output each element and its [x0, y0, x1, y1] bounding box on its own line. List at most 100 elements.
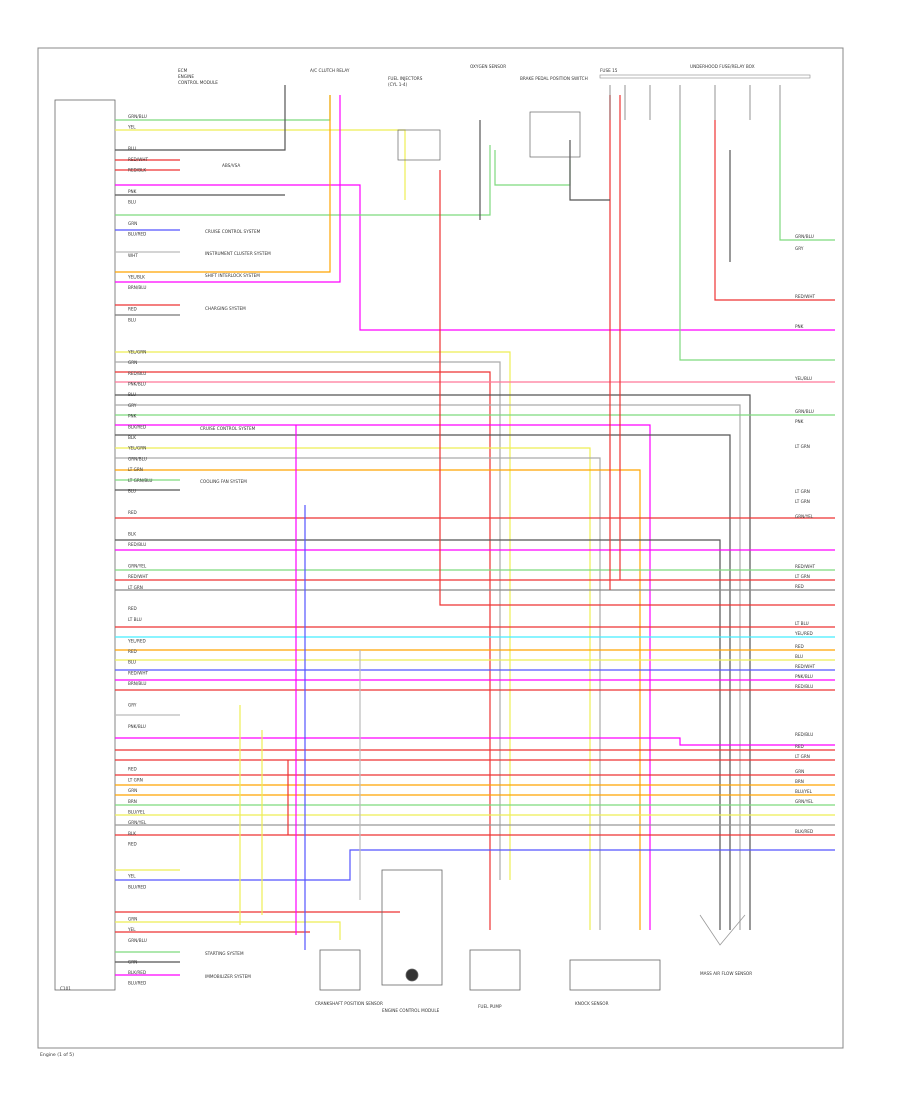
note-fan: COOLING FAN SYSTEM: [200, 479, 247, 484]
wire-label-left: YEL: [127, 125, 136, 130]
wire-label-right: LT GRN: [795, 489, 810, 494]
wire-label-left: BLK/RED: [128, 424, 146, 429]
wire-label-left: BRN: [128, 799, 137, 804]
wire-label-left: PNK: [128, 414, 137, 419]
wire-label-right: BLU: [795, 654, 803, 659]
label-o2-sensor: OXYGEN SENSOR: [470, 64, 506, 69]
label-injectors: FUEL INJECTORS: [388, 76, 423, 81]
label-brake-switch: BRAKE PEDAL POSITION SWITCH: [520, 76, 588, 81]
label-ecm-top: ECM: [178, 68, 188, 73]
wire-label-right: PNK/BLU: [795, 674, 813, 679]
note-cluster: INSTRUMENT CLUSTER SYSTEM: [205, 251, 271, 256]
wire-label-right: RED: [795, 744, 804, 749]
wire-label-right: LT BLU: [795, 621, 809, 626]
note-cruise-2: CRUISE CONTROL SYSTEM: [200, 426, 256, 431]
svg-text:FUSE 15: FUSE 15: [600, 68, 618, 73]
label-c101: C101: [60, 986, 71, 991]
wire-label-left: RED: [128, 842, 137, 847]
wire-label-right: RED/WHT: [795, 664, 815, 669]
wire-label-right: RED: [795, 644, 804, 649]
wire-label-left: BLU/RED: [128, 981, 146, 986]
wire-label-left: BLK: [128, 435, 136, 440]
crank-sensor-box: [319, 949, 361, 991]
label-fuse-box: UNDERHOOD FUSE/RELAY BOX: [690, 64, 755, 69]
wire-label-left: BLU: [128, 392, 136, 397]
wire-label-right: LT GRN: [795, 754, 810, 759]
label-ac-relay: A/C CLUTCH RELAY: [310, 68, 350, 73]
wire-label-right: RED/WHT: [795, 294, 815, 299]
wire-label-right: RED/BLU: [795, 732, 813, 737]
wire-label-left: BLU/RED: [128, 884, 146, 889]
wire-label-right: PNK: [795, 324, 804, 329]
wire-label-left: GRN/BLU: [128, 114, 147, 119]
wire-label-left: RED/BLU: [128, 371, 146, 376]
brake-switch-box: [529, 111, 581, 158]
svg-text:(CYL 1-4): (CYL 1-4): [388, 82, 408, 87]
wire-label-right: RED/BLU: [795, 684, 813, 689]
wire-label-right: LT GRN: [795, 499, 810, 504]
wire-label-left: RED: [128, 767, 137, 772]
knock-sensor-box: [569, 959, 661, 991]
wire-label-left: BLU: [128, 489, 136, 494]
label-maf: MASS AIR FLOW SENSOR: [700, 971, 752, 976]
wire-label-left: YEL: [127, 874, 136, 879]
wire-label-left: WHT: [128, 253, 138, 258]
ecm-main-box: [381, 869, 443, 986]
label-crank: CRANKSHAFT POSITION SENSOR: [315, 1001, 383, 1006]
left-wire-labels: GRN/BLU YEL BLU RED/WHT RED/BLK PNK BLU GRN BLU/…: [127, 114, 152, 986]
wires-lower: [115, 626, 835, 976]
wire-label-right: BLK/RED: [795, 829, 813, 834]
wire-label-left: YEL: [127, 927, 136, 932]
wire-label-left: RED/WHT: [128, 574, 148, 579]
wire-label-left: LT BLU: [128, 617, 142, 622]
wire-label-left: RED/WHT: [128, 670, 148, 675]
wire-label-left: BRN/BLU: [128, 285, 146, 290]
wires-upper: [115, 85, 835, 331]
bottom-labels: CRANKSHAFT POSITION SENSOR ENGINE CONTRO…: [60, 971, 752, 1013]
wire-label-right: GRN/YEL: [795, 514, 814, 519]
wire-label-left: LT GRN: [128, 585, 143, 590]
wire-label-left: BLK/RED: [128, 970, 146, 975]
wire-label-left: GRN/YEL: [128, 563, 147, 568]
note-abs: ABS/VSA: [222, 163, 240, 168]
wire-label-right: YEL/BLU: [794, 376, 812, 381]
wire-label-left: YEL/RED: [127, 638, 146, 643]
diagram-border: [37, 47, 844, 1049]
wire-label-left: YEL/GRN: [127, 349, 146, 354]
wire-label-left: PNK/BLU: [128, 724, 146, 729]
fuse-strip: [599, 74, 811, 79]
wire-label-right: GRY: [795, 246, 804, 251]
note-charging: CHARGING SYSTEM: [205, 306, 246, 311]
wire-label-left: GRN: [128, 360, 137, 365]
wire-label-right: YEL/RED: [794, 631, 813, 636]
note-starting: STARTING SYSTEM: [205, 951, 244, 956]
system-notes: ABS/VSA CRUISE CONTROL SYSTEM INSTRUMENT…: [200, 163, 271, 979]
wire-label-left: RED/BLK: [128, 168, 146, 173]
wire-label-left: BLU: [128, 200, 136, 205]
wire-label-right: GRN/BLU: [795, 234, 814, 239]
label-fuel-pump: FUEL PUMP: [478, 1004, 502, 1009]
wire-label-left: RED: [128, 510, 137, 515]
wire-label-left: BLU/RED: [128, 232, 146, 237]
wire-label-left: GRY: [128, 403, 137, 408]
wire-label-left: RED: [128, 307, 137, 312]
wire-label-left: GRN: [128, 221, 137, 226]
note-immobilizer: IMMOBILIZER SYSTEM: [205, 974, 251, 979]
wire-label-left: BLU: [128, 660, 136, 665]
footer-label: Engine (1 of 5): [40, 1052, 74, 1058]
wire-label-right: LT GRN: [795, 444, 810, 449]
wire-label-right: RED/WHT: [795, 564, 815, 569]
wires-middle: [115, 351, 835, 930]
wire-label-right: BLU/YEL: [795, 789, 813, 794]
label-knock: KNOCK SENSOR: [575, 1001, 609, 1006]
wire-label-left: PNK/BLU: [128, 382, 146, 387]
wire-label-left: LT GRN: [128, 777, 143, 782]
wire-label-left: YEL/GRN: [127, 446, 146, 451]
wire-label-left: GRN: [128, 959, 137, 964]
right-wire-labels: GRN/BLUGRYRED/WHTPNKYEL/BLUGRN/BLUPNKLT …: [794, 234, 815, 834]
wire-label-left: RED/WHT: [128, 157, 148, 162]
ecm-connector-block: [54, 99, 116, 991]
wire-label-left: BLU/YEL: [128, 810, 146, 815]
wire-label-left: GRN/BLU: [128, 938, 147, 943]
